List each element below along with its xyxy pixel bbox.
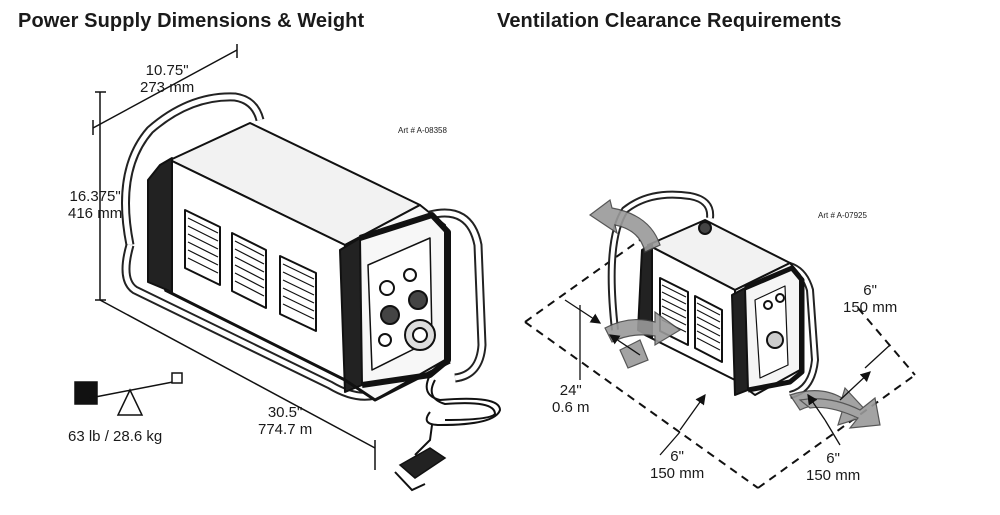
side-clearance-metric: 150 mm xyxy=(650,465,705,482)
ventilation-clearance-title: Ventilation Clearance Requirements xyxy=(497,10,842,32)
width-metric: 273 mm xyxy=(140,79,195,96)
weight-label: 63 lb / 28.6 kg xyxy=(68,428,163,445)
side-clearance-label: 6" 150 mm xyxy=(650,448,704,482)
clearance-zone-outline xyxy=(524,239,916,489)
width-dimension-label: 10.75" 273 mm xyxy=(140,62,194,96)
work-cable-and-clamp xyxy=(394,374,502,492)
height-imperial: 16.375" xyxy=(69,188,121,205)
right-clearance-label: 6" 150 mm xyxy=(843,282,897,316)
length-metric: 774.7 m xyxy=(258,421,313,438)
power-supply-unit-right xyxy=(607,190,819,399)
dimension-lines-left xyxy=(92,44,376,470)
front-clearance-imperial: 6" xyxy=(826,450,840,467)
length-dimension-label: 30.5" 774.7 m xyxy=(258,404,312,438)
art-number-left: Art # A-08358 xyxy=(398,126,447,135)
weight-scale-icon xyxy=(74,372,183,416)
right-clearance-metric: 150 mm xyxy=(843,299,898,316)
height-dimension-label: 16.375" 416 mm xyxy=(68,188,122,222)
length-imperial: 30.5" xyxy=(267,404,303,421)
back-clearance-imperial: 24" xyxy=(559,382,582,399)
front-clearance-label: 6" 150 mm xyxy=(806,450,860,484)
back-clearance-metric: 0.6 m xyxy=(552,399,590,416)
front-clearance-metric: 150 mm xyxy=(806,467,861,484)
side-clearance-imperial: 6" xyxy=(670,448,684,465)
dimensions-weight-title: Power Supply Dimensions & Weight xyxy=(18,10,365,32)
back-clearance-label: 24" 0.6 m xyxy=(552,382,590,416)
art-number-right: Art # A-07925 xyxy=(818,211,867,220)
right-clearance-imperial: 6" xyxy=(863,282,877,299)
height-metric: 416 mm xyxy=(68,205,123,222)
clearance-dimension-arrows xyxy=(564,299,891,456)
width-imperial: 10.75" xyxy=(145,62,189,79)
power-supply-unit-left xyxy=(121,92,487,402)
